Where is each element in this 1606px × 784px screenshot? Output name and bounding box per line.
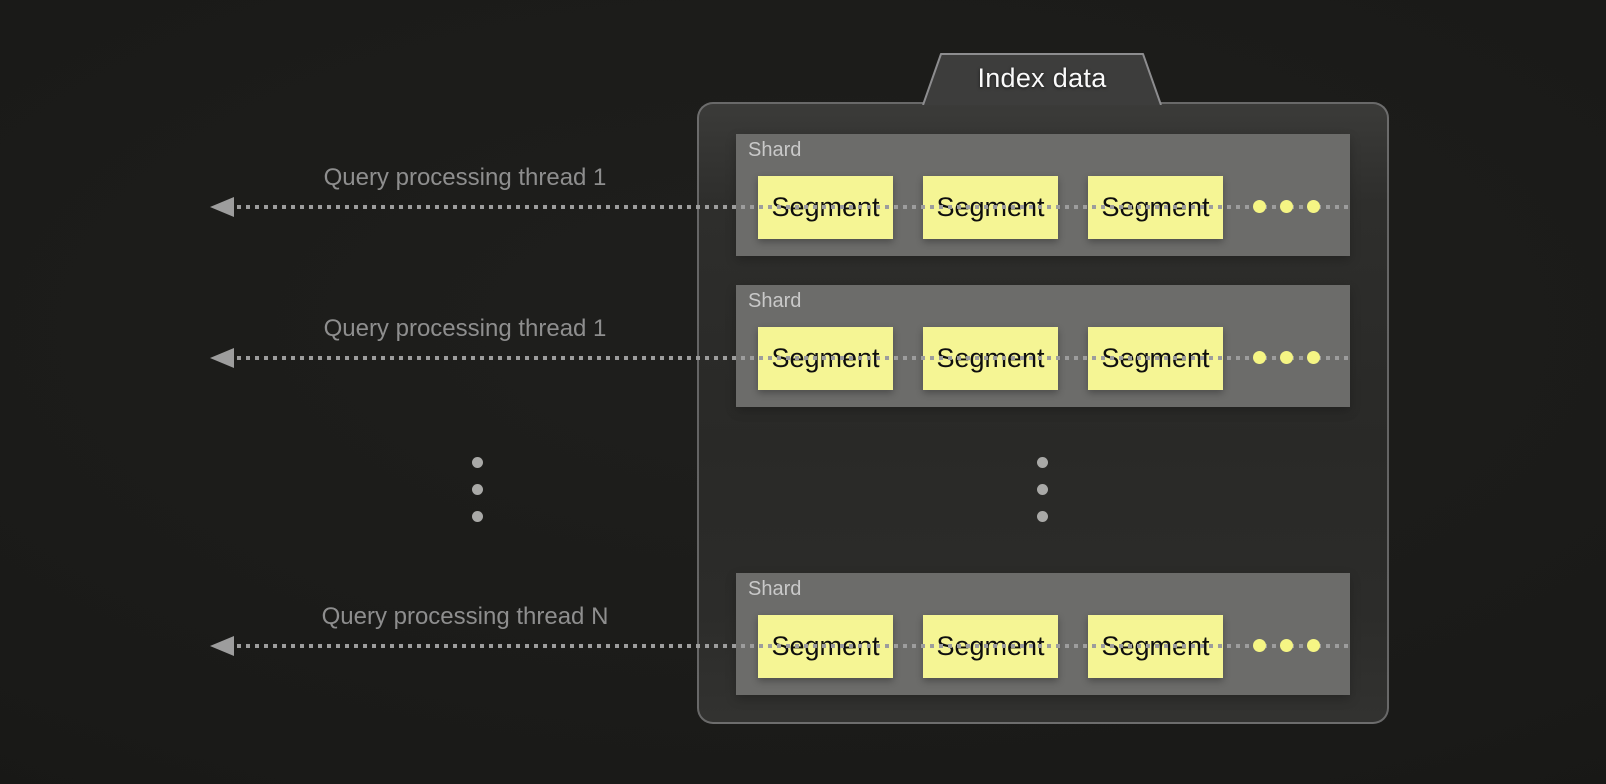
left-arrowhead-icon — [210, 636, 234, 656]
shard-row: Shard Segment Segment Segment — [736, 573, 1350, 695]
more-threads-ellipsis-icon — [472, 457, 483, 522]
query-thread-label: Query processing thread 1 — [323, 164, 607, 191]
query-thread-label: Query processing thread 1 — [323, 315, 607, 342]
left-arrowhead-icon — [210, 197, 234, 217]
more-shards-ellipsis-icon — [1037, 457, 1048, 522]
query-thread-label: Query processing thread N — [321, 603, 609, 630]
query-arrow-line — [228, 356, 1350, 360]
shard-label: Shard — [748, 139, 802, 161]
shard-row: Shard Segment Segment Segment — [736, 134, 1350, 256]
more-segments-ellipsis-icon — [1253, 351, 1320, 364]
query-arrow-line — [228, 644, 1350, 648]
left-arrowhead-icon — [210, 348, 234, 368]
shard-row: Shard Segment Segment Segment — [736, 285, 1350, 407]
shard-label: Shard — [748, 290, 802, 312]
index-data-tab — [922, 53, 1162, 105]
more-segments-ellipsis-icon — [1253, 639, 1320, 652]
shard-label: Shard — [748, 578, 802, 600]
query-arrow-line — [228, 205, 1350, 209]
more-segments-ellipsis-icon — [1253, 200, 1320, 213]
index-data-tab-label: Index data — [977, 63, 1107, 93]
